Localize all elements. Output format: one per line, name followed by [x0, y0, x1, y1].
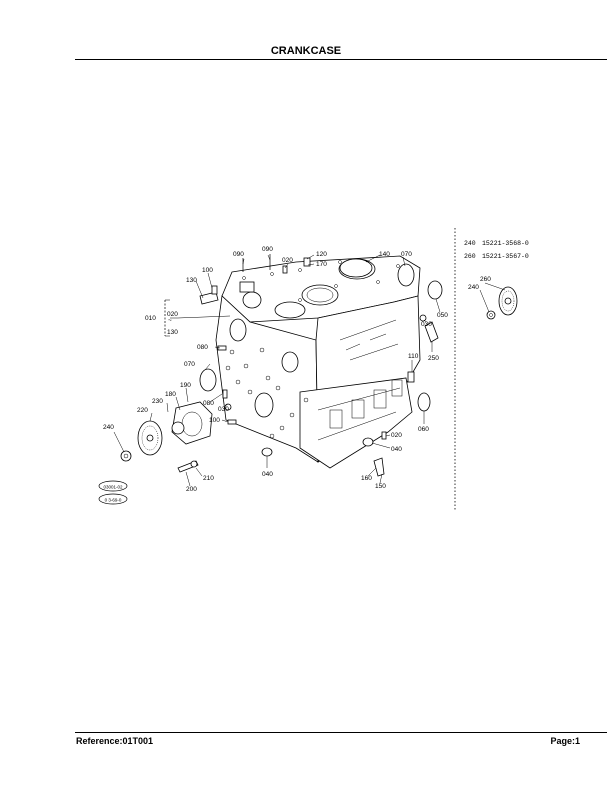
cylinder-liner [339, 258, 373, 278]
callout-100: 100 [202, 267, 213, 274]
dowel-pin [282, 265, 288, 274]
callout-040: 040 [391, 446, 402, 453]
reference-label: Reference:01T001 [76, 736, 154, 746]
callout-070: 070 [184, 361, 195, 368]
callout-210: 210 [203, 475, 214, 482]
callout-160: 160 [361, 475, 372, 482]
bolt-100 [211, 285, 218, 295]
callout-060: 060 [418, 426, 429, 433]
crankcase-block [215, 255, 421, 469]
callout-150: 150 [375, 483, 386, 490]
drawing-stamps: 03001-02 0 3-69-0 [98, 480, 128, 505]
part-number-260: 15221-3567-0 [482, 253, 529, 260]
part-number-list: 240 15221-3568-0 260 15221-3567-0 [464, 240, 529, 260]
callout-090: 090 [262, 246, 273, 253]
plug-small [303, 257, 311, 267]
part-number-240: 15221-3568-0 [482, 240, 529, 247]
nut-240 [486, 310, 496, 320]
callout-250: 250 [428, 355, 439, 362]
callout-170: 170 [316, 261, 327, 268]
callout-240: 240 [103, 424, 114, 431]
callout-080: 080 [203, 400, 214, 407]
cylinder-bore [274, 301, 306, 319]
nut [120, 450, 132, 462]
callout-010: 010 [145, 315, 156, 322]
oil-seal [397, 263, 415, 287]
footer-rule [75, 732, 607, 733]
bracket-tilde: ~ [168, 317, 172, 324]
header-rule [75, 59, 607, 60]
plug [427, 280, 443, 300]
part-ref-260: 260 [464, 253, 476, 260]
pin-080 [217, 345, 227, 351]
oil-pump-assembly [120, 401, 213, 473]
callout-260: 260 [480, 276, 491, 283]
callout-090: 090 [233, 251, 244, 258]
callout-080: 080 [197, 344, 208, 351]
callout-240: 240 [468, 284, 479, 291]
callout-030: 030 [218, 406, 229, 413]
callout-180: 180 [165, 391, 176, 398]
callout-020: 020 [282, 257, 293, 264]
callout-140: 140 [379, 251, 390, 258]
callout-030: 030 [421, 321, 432, 328]
callout-190: 190 [180, 382, 191, 389]
callout-020: 020 [391, 432, 402, 439]
callout-130: 130 [167, 329, 178, 336]
callout-070: 070 [401, 251, 412, 258]
oil-pump [171, 401, 213, 445]
page-number: Page:1 [550, 736, 580, 746]
callout-130: 130 [186, 277, 197, 284]
dowel-pin [381, 431, 387, 440]
bolt [373, 457, 385, 477]
page-title: CRANKCASE [270, 45, 342, 57]
callout-220: 220 [137, 407, 148, 414]
stamp-top: 03001-02 [103, 485, 123, 490]
part-ref-240: 240 [464, 240, 476, 247]
oil-pressure-switch [424, 321, 439, 343]
callout-020: 020 [167, 311, 178, 318]
plug-040 [362, 437, 374, 447]
pin-080 [222, 389, 228, 399]
callout-040: 040 [262, 471, 273, 478]
callout-110: 110 [408, 353, 419, 360]
fitting [199, 291, 219, 305]
oil-seal [417, 392, 431, 412]
oil-seal [199, 368, 217, 392]
stamp-bottom: 0 3-69-0 [105, 498, 122, 503]
callout-100: 100 [209, 417, 220, 424]
plug-040 [261, 447, 273, 457]
callout-120: 120 [316, 251, 327, 258]
leader-lines [113, 254, 506, 487]
pin [407, 371, 415, 383]
callout-050: 050 [437, 312, 448, 319]
callout-labels: 090 090 020 120 170 140 070 100 130 010 … [103, 246, 491, 493]
callout-230: 230 [152, 398, 163, 405]
bolt-100 [227, 419, 237, 425]
washer [419, 314, 427, 322]
alternate-gear-group [486, 286, 518, 320]
pump-rotor [171, 421, 185, 435]
callout-200: 200 [186, 486, 197, 493]
